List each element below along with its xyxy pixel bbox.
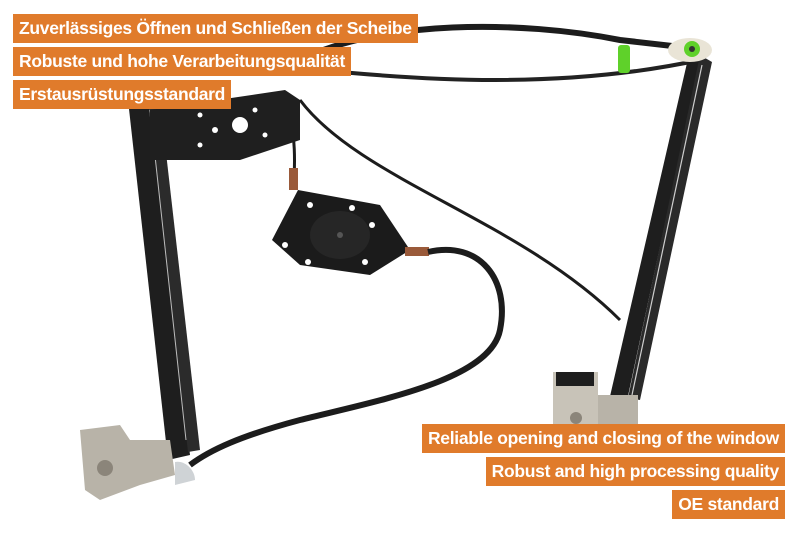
right-rail bbox=[608, 50, 700, 410]
upper-cable bbox=[298, 23, 691, 63]
green-clip-icon bbox=[618, 45, 630, 73]
lower-cable bbox=[188, 247, 505, 468]
feature-label-de-3: Erstausrüstungsstandard bbox=[13, 80, 232, 109]
feature-label-de-1: Zuverlässiges Öffnen und Schließen der S… bbox=[13, 14, 418, 43]
feature-label-de-2: Robuste und hohe Verarbeitungsqualität bbox=[13, 47, 351, 76]
cable-spring bbox=[289, 168, 298, 190]
left-glass-carrier bbox=[80, 425, 175, 500]
feature-label-en-3: OE standard bbox=[672, 490, 785, 519]
feature-label-en-2: Robust and high processing quality bbox=[485, 457, 785, 486]
left-rail bbox=[128, 100, 190, 460]
feature-label-en-1: Reliable opening and closing of the wind… bbox=[421, 424, 785, 453]
cable-spring bbox=[405, 247, 429, 256]
